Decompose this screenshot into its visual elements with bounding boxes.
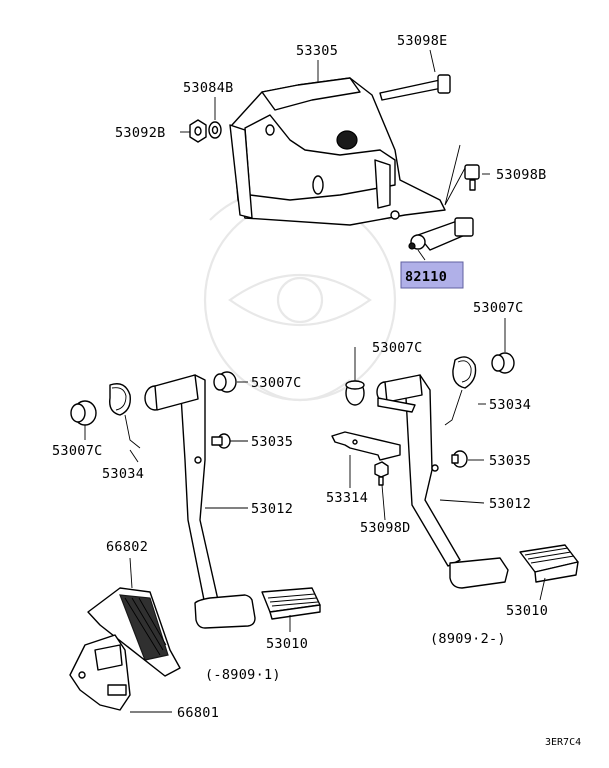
return-spring-53034-right[interactable] xyxy=(444,356,477,426)
bushing-53007C-top-right[interactable] xyxy=(491,352,515,374)
label-53007C-top-right[interactable]: 53007C xyxy=(473,300,524,316)
bracket-66801[interactable] xyxy=(69,634,131,711)
label-82110[interactable]: 82110 xyxy=(405,269,447,285)
leader-lines xyxy=(84,49,546,713)
diagram-id: 3ER7C4 xyxy=(545,737,581,748)
label-53007C-bottom-left[interactable]: 53007C xyxy=(52,443,103,459)
label-53034-right[interactable]: 53034 xyxy=(489,397,531,413)
label-53035-right[interactable]: 53035 xyxy=(489,453,531,469)
label-53305[interactable]: 53305 xyxy=(296,43,338,59)
bushing-53007C-bottom-left[interactable] xyxy=(70,400,97,426)
label-53098D[interactable]: 53098D xyxy=(360,520,411,536)
bolt-53098B[interactable] xyxy=(444,144,480,206)
pedal-bracket-53305[interactable] xyxy=(229,77,446,226)
label-53314[interactable]: 53314 xyxy=(326,490,368,506)
label-66801[interactable]: 66801 xyxy=(177,705,219,721)
label-53098B[interactable]: 53098B xyxy=(496,167,547,183)
label-53092B[interactable]: 53092B xyxy=(115,125,166,141)
watermark-emblem xyxy=(203,192,397,402)
variant-label-left: (-8909·1) xyxy=(205,667,281,683)
label-53035-left[interactable]: 53035 xyxy=(251,434,293,450)
label-66802[interactable]: 66802 xyxy=(106,539,148,555)
label-53034-left[interactable]: 53034 xyxy=(102,466,144,482)
brake-pedal-53012-left[interactable] xyxy=(144,374,256,629)
stop-lamp-switch-82110[interactable] xyxy=(408,217,474,251)
pedal-cover-66802[interactable] xyxy=(87,587,181,677)
label-53098E[interactable]: 53098E xyxy=(397,33,448,49)
pedal-pad-53010-right[interactable] xyxy=(519,544,579,583)
label-53007C-left[interactable]: 53007C xyxy=(251,375,302,391)
bracket-53314[interactable] xyxy=(331,431,401,461)
nut-53092B[interactable] xyxy=(189,119,207,143)
label-53012-left[interactable]: 53012 xyxy=(251,501,293,517)
label-53012-right[interactable]: 53012 xyxy=(489,496,531,512)
bolt-53098D[interactable] xyxy=(374,461,389,486)
pin-53035-right[interactable] xyxy=(451,450,468,468)
label-53084B[interactable]: 53084B xyxy=(183,80,234,96)
nut-53084B[interactable] xyxy=(208,121,222,139)
return-spring-53034-left[interactable] xyxy=(109,383,141,449)
highlight-82110 xyxy=(400,261,464,289)
label-53007C-mid[interactable]: 53007C xyxy=(372,340,423,356)
bushing-53007C-mid[interactable] xyxy=(345,380,365,406)
pedal-pad-53010-left[interactable] xyxy=(261,587,321,620)
variant-label-right: (8909·2-) xyxy=(430,631,506,647)
label-53010-right[interactable]: 53010 xyxy=(506,603,548,619)
bushing-53007C-left[interactable] xyxy=(213,371,237,393)
label-53010-left[interactable]: 53010 xyxy=(266,636,308,652)
brake-pedal-53012-right[interactable] xyxy=(376,374,509,589)
bolt-53098E[interactable] xyxy=(379,74,451,101)
pin-53035-left[interactable] xyxy=(211,433,231,449)
